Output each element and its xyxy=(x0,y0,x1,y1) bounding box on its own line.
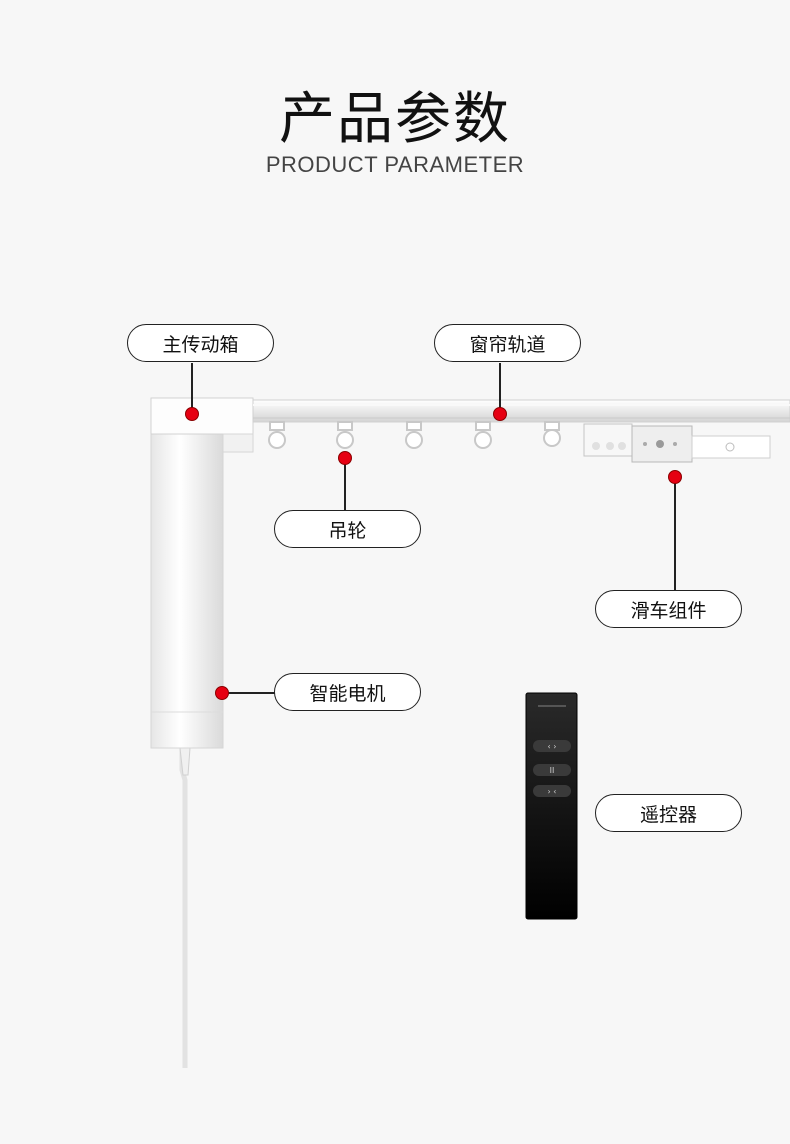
pulley-leader xyxy=(674,478,676,590)
pulley-marker xyxy=(668,470,682,484)
curtain-rail xyxy=(252,399,790,423)
hook-wheels xyxy=(268,421,561,449)
motor-leader xyxy=(224,692,276,694)
gearbox-label: 主传动箱 xyxy=(127,324,274,362)
svg-text:II: II xyxy=(550,766,555,775)
remote-pause-button: II xyxy=(533,764,571,776)
motor-marker xyxy=(215,686,229,700)
pulley-assembly xyxy=(583,423,771,463)
hook-wheel-label: 吊轮 xyxy=(274,510,421,548)
gearbox-body xyxy=(150,397,254,453)
gearbox-marker xyxy=(185,407,199,421)
remote-label: 遥控器 xyxy=(595,794,742,832)
pulley-label: 滑车组件 xyxy=(595,590,742,628)
track-marker xyxy=(493,407,507,421)
power-cable xyxy=(179,747,191,1068)
page-title: 产品参数 xyxy=(279,87,511,152)
page-subtitle: PRODUCT PARAMETER xyxy=(265,152,525,177)
hook-wheel-leader xyxy=(344,458,346,510)
motor-label: 智能电机 xyxy=(274,673,421,711)
hook-wheel-marker xyxy=(338,451,352,465)
track-label: 窗帘轨道 xyxy=(434,324,581,362)
remote-control: ‹ › II › ‹ xyxy=(525,692,578,920)
gearbox-leader xyxy=(191,363,193,413)
svg-text:› ‹: › ‹ xyxy=(548,787,557,796)
svg-text:‹ ›: ‹ › xyxy=(548,742,557,751)
motor-body xyxy=(150,419,224,749)
track-leader xyxy=(499,363,501,413)
remote-open-button: ‹ › xyxy=(533,740,571,752)
remote-close-button: › ‹ xyxy=(533,785,571,797)
